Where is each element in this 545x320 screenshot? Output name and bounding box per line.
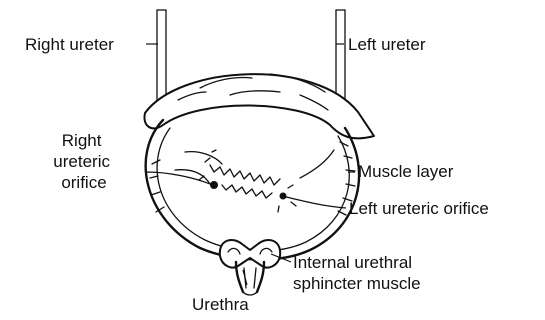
label-left-ureteric-orifice: Left ureteric orifice [349,199,489,218]
label-right-ureteric-orifice-line-3: orifice [61,173,106,192]
label-sphincter-line-1: Internal urethral [293,253,412,272]
label-sphincter-line-2: sphincter muscle [293,274,421,293]
trigone [199,150,296,212]
label-urethra: Urethra [192,295,249,314]
label-right-ureteric-orifice-line-1: Right [62,131,102,150]
label-left-ureter: Left ureter [348,35,426,54]
label-right-ureter: Right ureter [25,35,114,54]
bladder-dome [144,74,374,138]
label-right-ureteric-orifice: Right ureteric orifice [53,131,114,192]
label-internal-urethral-sphincter: Internal urethral sphincter muscle [293,253,421,293]
label-muscle-layer: Muscle layer [358,162,454,181]
label-right-ureteric-orifice-line-2: ureteric [53,152,110,171]
urethra [236,262,264,295]
